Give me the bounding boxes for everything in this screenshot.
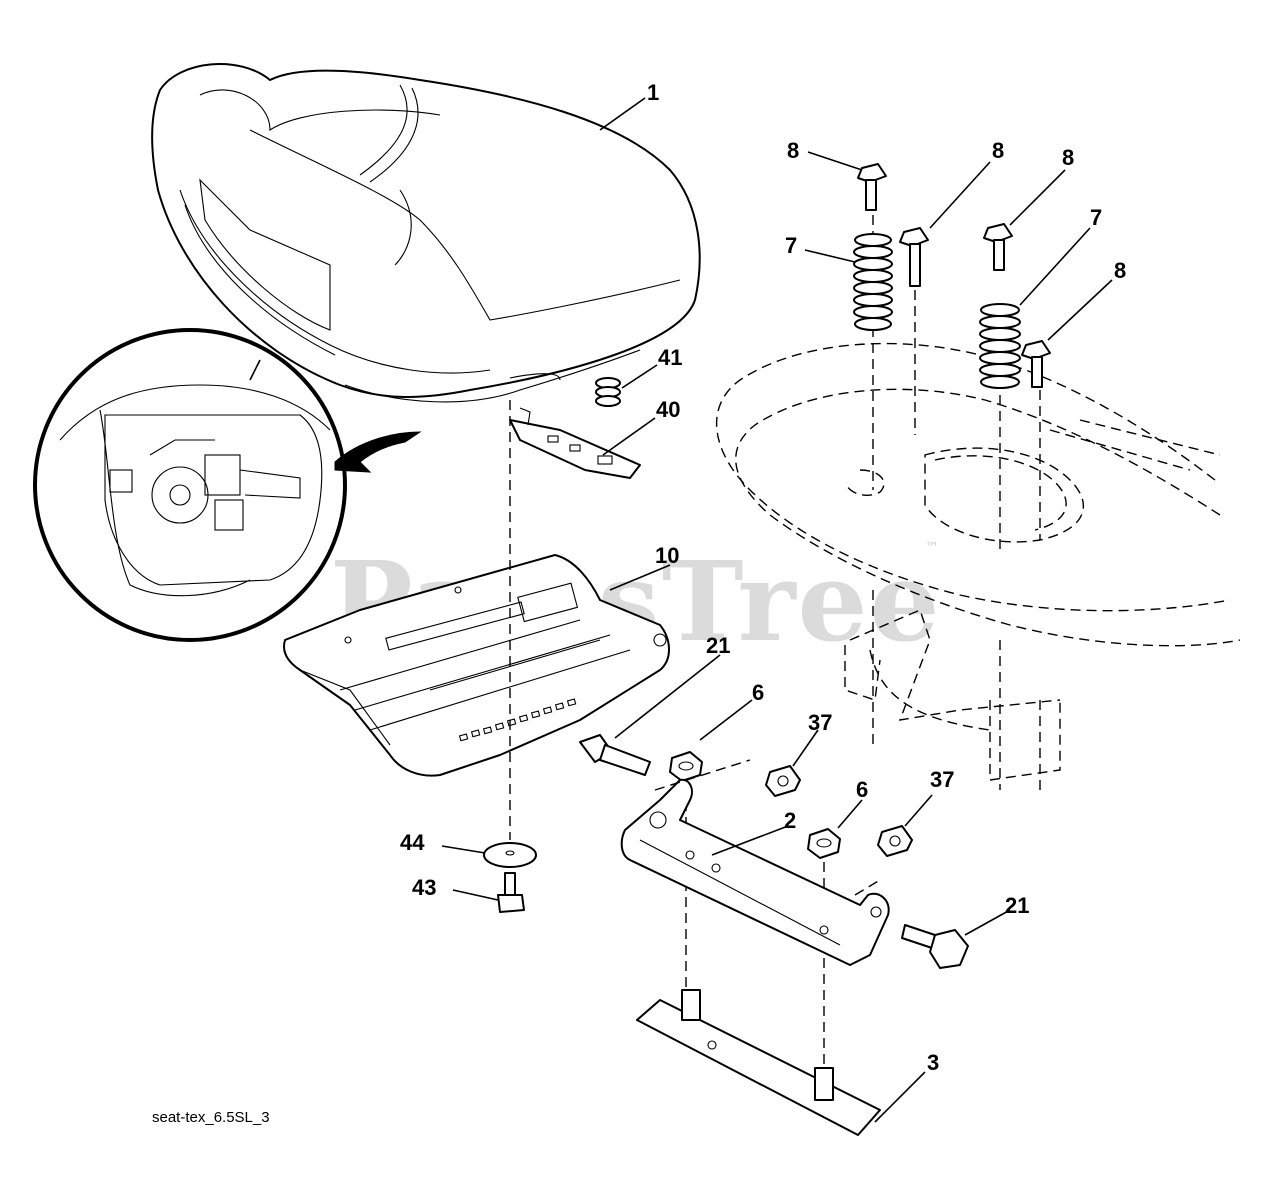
bolt-8c bbox=[983, 223, 1013, 271]
spring-7a bbox=[853, 233, 893, 331]
bolt-8b bbox=[899, 227, 929, 287]
spring-41 bbox=[595, 377, 621, 407]
tractor-fender-outline bbox=[715, 342, 1241, 790]
spring-7b bbox=[979, 303, 1021, 389]
bolt-21a bbox=[579, 734, 651, 776]
callout-7b: 7 bbox=[1090, 205, 1102, 230]
callout-6a: 6 bbox=[752, 680, 764, 705]
callout-6b: 6 bbox=[856, 777, 868, 802]
callout-8b: 8 bbox=[992, 138, 1004, 163]
nut-6b bbox=[807, 828, 841, 859]
plate-3 bbox=[636, 989, 881, 1136]
seat bbox=[151, 63, 701, 403]
callout-21b: 21 bbox=[1005, 893, 1029, 918]
nut-6a bbox=[669, 751, 703, 782]
detail-inset bbox=[33, 328, 422, 642]
bolt-43 bbox=[497, 872, 525, 913]
diagram-caption: seat-tex_6.5SL_3 bbox=[152, 1109, 270, 1126]
bolt-8a bbox=[857, 163, 887, 211]
bolt-21b bbox=[901, 924, 969, 969]
callout-8d: 8 bbox=[1114, 258, 1126, 283]
callout-8a: 8 bbox=[787, 138, 799, 163]
callout-43: 43 bbox=[412, 875, 436, 900]
watermark-trademark: ™ bbox=[925, 540, 939, 556]
callout-8c: 8 bbox=[1062, 145, 1074, 170]
washer-44 bbox=[483, 842, 537, 868]
callout-7a: 7 bbox=[785, 233, 797, 258]
callout-37a: 37 bbox=[808, 710, 832, 735]
callout-3: 3 bbox=[927, 1050, 939, 1075]
callout-10: 10 bbox=[655, 543, 679, 568]
callout-37b: 37 bbox=[930, 767, 954, 792]
bolt-8d bbox=[1021, 340, 1051, 388]
callout-labels: 1 8 8 8 8 7 7 41 40 10 21 6 37 6 37 2 21… bbox=[400, 80, 1126, 1075]
seat-pan-10 bbox=[282, 554, 670, 777]
bracket-40 bbox=[509, 407, 641, 479]
callout-21a: 21 bbox=[706, 633, 730, 658]
bracket-2 bbox=[620, 759, 890, 966]
callout-2: 2 bbox=[784, 808, 796, 833]
leader-lines bbox=[441, 97, 1113, 1123]
callout-1: 1 bbox=[647, 80, 659, 105]
nut-37a bbox=[765, 765, 801, 797]
callout-40: 40 bbox=[656, 397, 680, 422]
callout-44: 44 bbox=[400, 830, 425, 855]
callout-41: 41 bbox=[658, 345, 682, 370]
adjust-slots bbox=[458, 698, 577, 742]
nut-37b bbox=[877, 825, 913, 857]
